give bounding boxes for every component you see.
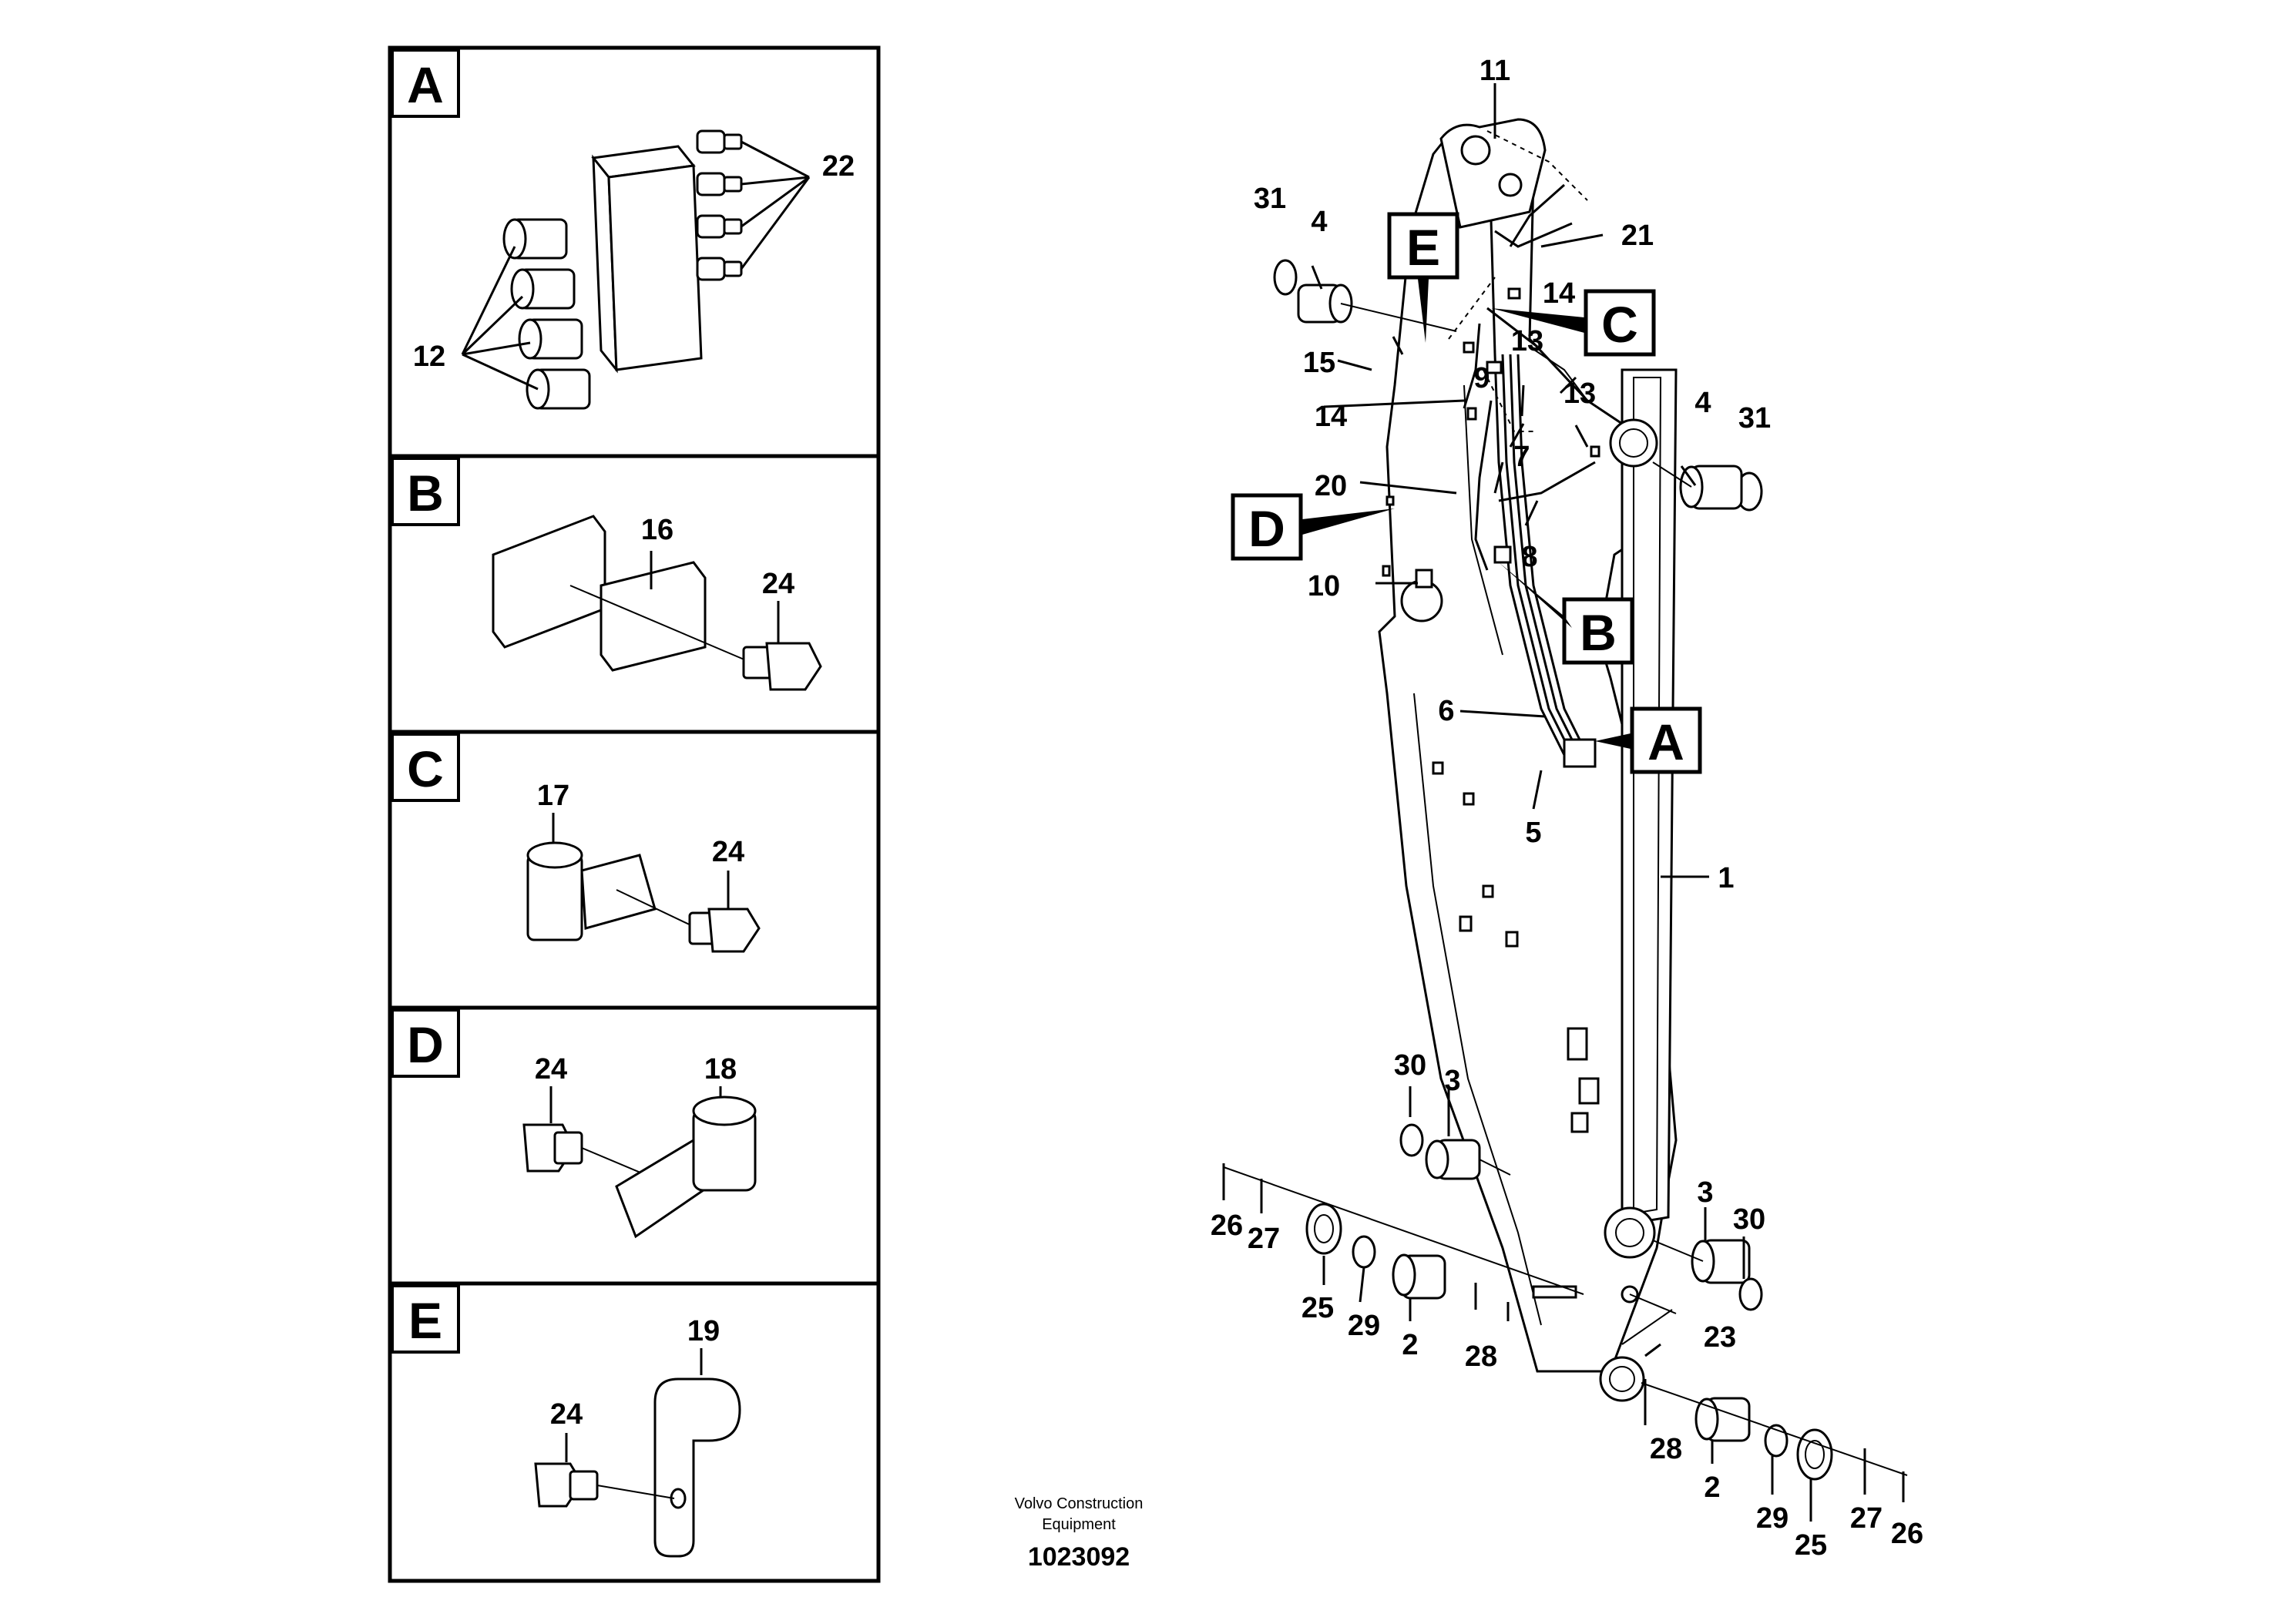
svg-text:C: C — [1601, 296, 1638, 353]
label-28-right: 28 — [1650, 1433, 1682, 1465]
label-22: 22 — [822, 150, 855, 183]
callout-a: A — [1595, 706, 1702, 774]
detail-panel-b: B 16 24 — [391, 457, 822, 691]
label-5: 5 — [1525, 817, 1541, 849]
label-26-left: 26 — [1211, 1210, 1243, 1242]
panel-letter-b: B — [407, 465, 444, 522]
detail-panels: A — [388, 45, 881, 1583]
label-31-right: 31 — [1738, 402, 1771, 435]
label-21: 21 — [1621, 220, 1654, 252]
svg-text:E: E — [1406, 219, 1440, 276]
label-16: 16 — [641, 514, 673, 546]
svg-text:B: B — [1580, 604, 1617, 661]
label-23: 23 — [1704, 1321, 1736, 1354]
detail-panel-c: C 17 24 — [391, 733, 761, 953]
label-13-mid: 13 — [1563, 377, 1596, 410]
label-14-top: 14 — [1543, 277, 1575, 310]
panel-letter-d: D — [407, 1016, 444, 1073]
label-25-left: 25 — [1302, 1292, 1334, 1324]
label-14-left: 14 — [1315, 401, 1347, 433]
part-labels: 11 21 31 4 14 15 13 9 13 4 31 14 7 20 8 … — [1211, 55, 1923, 1562]
panel-letter-e: E — [408, 1292, 442, 1349]
label-27-right: 27 — [1850, 1502, 1883, 1535]
label-31-top: 31 — [1254, 183, 1286, 215]
callout-c: C — [1491, 289, 1656, 357]
label-27-left: 27 — [1248, 1223, 1280, 1255]
label-2-right: 2 — [1704, 1471, 1720, 1504]
label-30-right: 30 — [1733, 1203, 1765, 1236]
company-name-line1: Volvo Construction — [1015, 1495, 1144, 1512]
callout-d: D — [1231, 493, 1395, 561]
label-3-right: 3 — [1697, 1176, 1713, 1209]
label-6: 6 — [1438, 695, 1454, 727]
panel-letter-a: A — [407, 56, 444, 113]
drawing-number: 1023092 — [1028, 1542, 1130, 1572]
leader-lines — [1222, 83, 1905, 1522]
label-19: 19 — [687, 1315, 720, 1347]
label-15: 15 — [1303, 347, 1335, 379]
label-13-top: 13 — [1511, 325, 1543, 357]
detail-panel-e: E 19 24 — [391, 1284, 741, 1558]
detail-panel-d: D 24 18 — [391, 1008, 757, 1239]
label-29-right: 29 — [1756, 1502, 1789, 1535]
label-29-left: 29 — [1348, 1310, 1380, 1342]
label-3-left: 3 — [1444, 1065, 1460, 1097]
label-20: 20 — [1315, 470, 1347, 502]
label-7: 7 — [1513, 441, 1530, 473]
callout-b: B — [1499, 562, 1634, 665]
label-1: 1 — [1718, 862, 1734, 894]
label-24-b: 24 — [762, 568, 794, 600]
label-24-e: 24 — [550, 1398, 583, 1431]
label-8: 8 — [1521, 541, 1537, 573]
label-10: 10 — [1308, 570, 1340, 602]
label-17: 17 — [537, 780, 569, 812]
label-30-left: 30 — [1394, 1049, 1426, 1082]
label-18: 18 — [704, 1053, 737, 1085]
svg-text:A: A — [1647, 713, 1684, 770]
callout-e: E — [1387, 212, 1459, 343]
label-2-left: 2 — [1402, 1329, 1418, 1361]
label-24-d: 24 — [535, 1053, 567, 1085]
label-12: 12 — [413, 341, 445, 373]
detail-panel-a: A — [391, 49, 855, 410]
boom-assembly — [1223, 118, 1908, 1481]
label-26-right: 26 — [1891, 1518, 1923, 1550]
label-9: 9 — [1473, 362, 1490, 394]
label-4-top: 4 — [1311, 206, 1327, 238]
footer: Volvo Construction Equipment 1023092 — [1015, 1495, 1144, 1572]
svg-text:D: D — [1248, 500, 1285, 557]
label-11: 11 — [1480, 55, 1510, 87]
company-name-line2: Equipment — [1042, 1516, 1116, 1533]
label-4-right: 4 — [1694, 387, 1711, 419]
callout-boxes: E C D B A — [1231, 212, 1702, 774]
label-28-left: 28 — [1465, 1340, 1497, 1373]
label-25-right: 25 — [1795, 1529, 1827, 1562]
panel-letter-c: C — [407, 740, 444, 797]
label-24-c: 24 — [712, 836, 744, 868]
